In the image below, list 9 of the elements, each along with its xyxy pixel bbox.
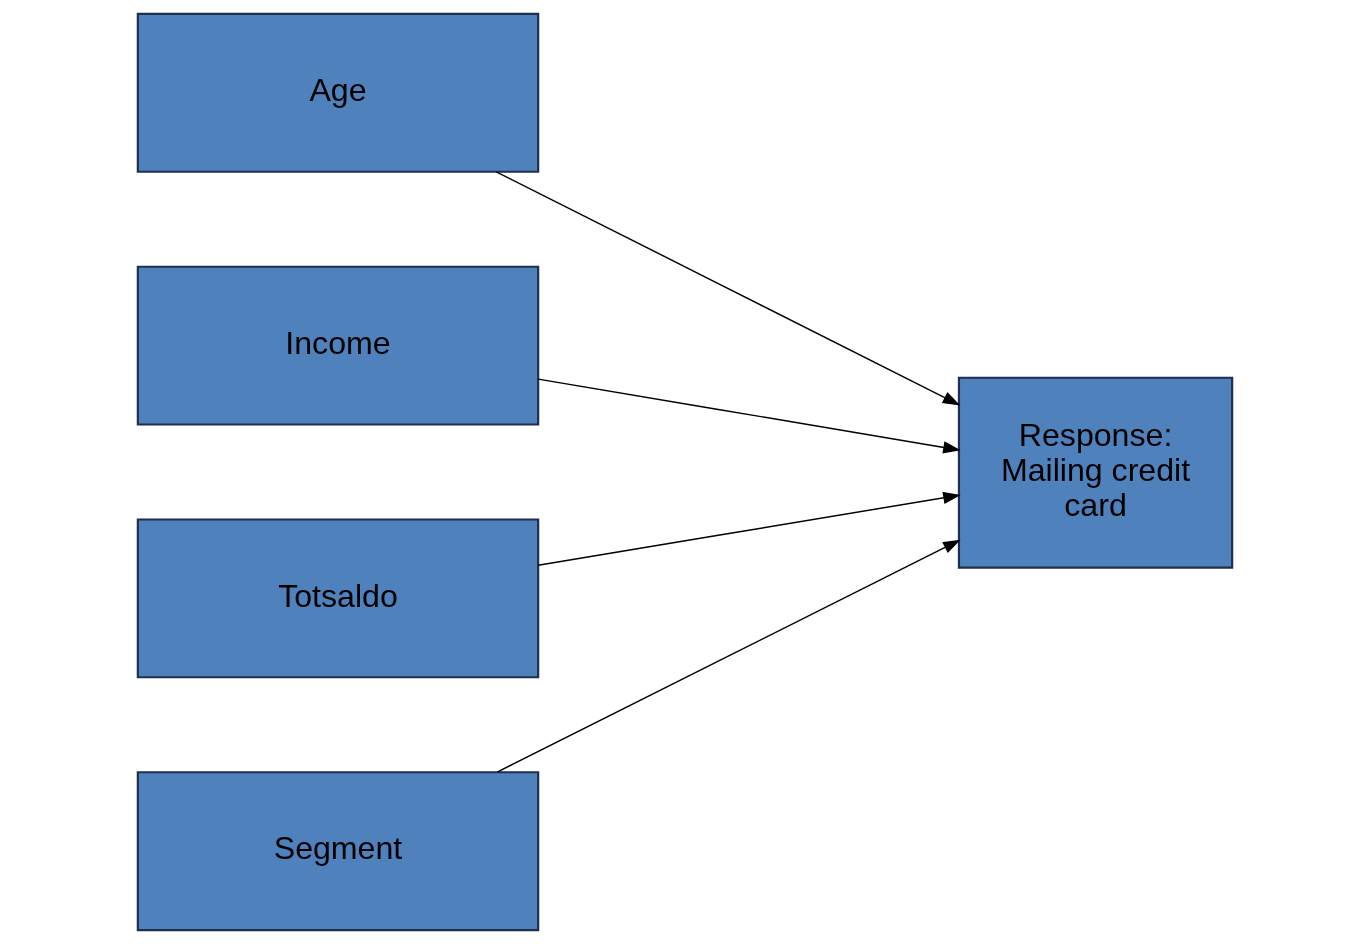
node-box: Income <box>136 265 540 426</box>
node-box: Response: Mailing credit card <box>957 376 1234 569</box>
arrow <box>537 491 961 566</box>
arrow <box>495 171 961 406</box>
node-box: Segment <box>136 771 540 932</box>
node-box: Age <box>136 12 540 173</box>
node-box: Totsaldo <box>136 518 540 679</box>
arrow <box>496 539 961 773</box>
arrow <box>537 378 961 454</box>
